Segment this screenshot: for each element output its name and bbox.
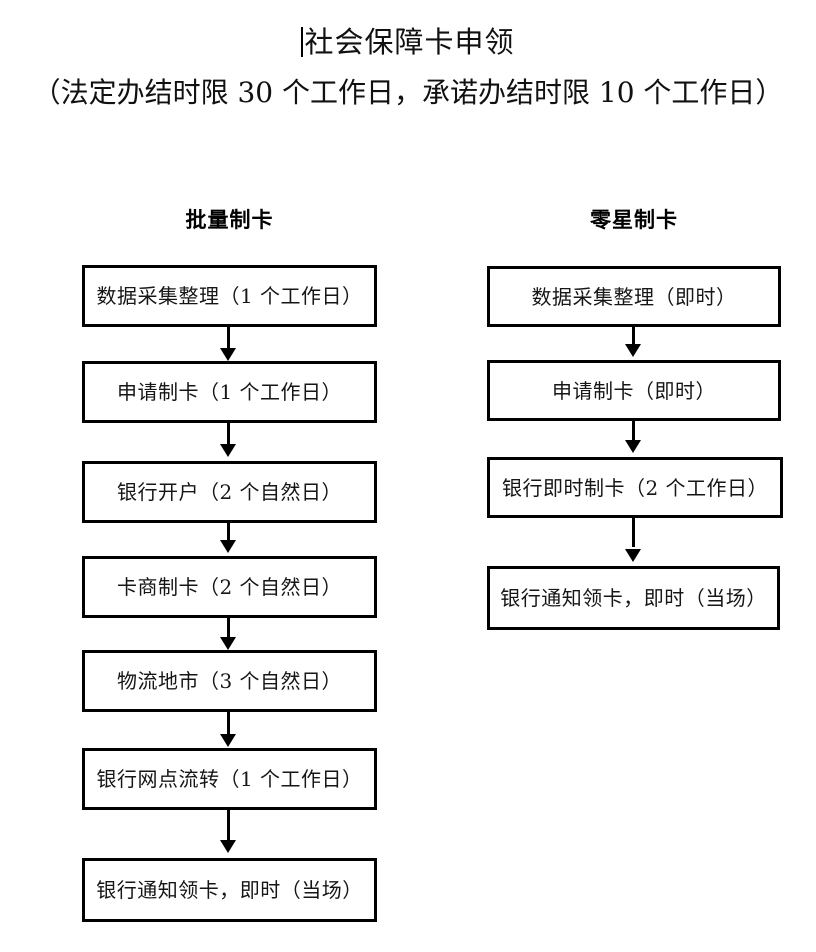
flow-box-batch-7[interactable]: 银行通知领卡，即时（当场） <box>82 858 377 922</box>
column-heading-individual: 零星制卡 <box>590 207 678 232</box>
flow-box-batch-1[interactable]: 数据采集整理（1 个工作日） <box>82 265 377 327</box>
flow-box-label: 银行即时制卡（2 个工作日） <box>501 475 769 500</box>
page-title: 社会保障卡申领 <box>301 22 514 62</box>
flow-box-batch-4[interactable]: 卡商制卡（2 个自然日） <box>82 556 377 618</box>
flow-box-label: 申请制卡（即时） <box>552 378 716 403</box>
arrow-head-individual-2-3 <box>625 440 641 453</box>
title-block: 社会保障卡申领 （法定办结时限 30 个工作日，承诺办结时限 10 个工作日） <box>0 22 816 109</box>
flow-box-individual-4[interactable]: 银行通知领卡，即时（当场） <box>487 566 780 630</box>
flow-box-batch-3[interactable]: 银行开户（2 个自然日） <box>82 461 377 523</box>
flow-box-label: 银行开户（2 个自然日） <box>116 480 343 504</box>
flow-box-label: 数据采集整理（即时） <box>531 284 737 309</box>
flow-box-label: 数据采集整理（1 个工作日） <box>96 284 363 308</box>
flow-box-label: 银行网点流转（1 个工作日） <box>96 767 363 791</box>
arrow-head-batch-5-6 <box>220 734 236 747</box>
flow-box-label: 物流地市（3 个自然日） <box>116 669 343 693</box>
arrow-head-individual-1-2 <box>625 344 641 357</box>
flow-box-batch-2[interactable]: 申请制卡（1 个工作日） <box>82 361 377 423</box>
flow-box-label: 申请制卡（1 个工作日） <box>116 380 343 404</box>
column-heading-batch: 批量制卡 <box>185 207 274 232</box>
connector-batch-6-7 <box>227 783 230 841</box>
flow-box-batch-6[interactable]: 银行网点流转（1 个工作日） <box>82 748 377 810</box>
flow-box-label: 卡商制卡（2 个自然日） <box>116 575 343 599</box>
flow-box-label: 银行通知领卡，即时（当场） <box>96 878 363 902</box>
arrow-head-batch-6-7 <box>220 840 236 853</box>
connector-individual-3-4 <box>632 491 635 547</box>
flow-box-individual-3[interactable]: 银行即时制卡（2 个工作日） <box>487 457 783 518</box>
page-subtitle: （法定办结时限 30 个工作日，承诺办结时限 10 个工作日） <box>32 76 784 109</box>
text-caret-icon <box>301 27 304 57</box>
arrow-head-batch-3-4 <box>220 540 236 553</box>
flow-box-individual-2[interactable]: 申请制卡（即时） <box>487 360 781 421</box>
flow-box-batch-5[interactable]: 物流地市（3 个自然日） <box>82 650 377 712</box>
flow-box-individual-1[interactable]: 数据采集整理（即时） <box>487 266 781 327</box>
arrow-head-batch-2-3 <box>220 444 236 457</box>
arrow-head-batch-1-2 <box>220 348 236 361</box>
arrow-head-individual-3-4 <box>625 549 641 562</box>
arrow-head-batch-4-5 <box>220 637 236 650</box>
page-title-text: 社会保障卡申领 <box>304 25 515 59</box>
flow-box-label: 银行通知领卡，即时（当场） <box>500 586 767 610</box>
